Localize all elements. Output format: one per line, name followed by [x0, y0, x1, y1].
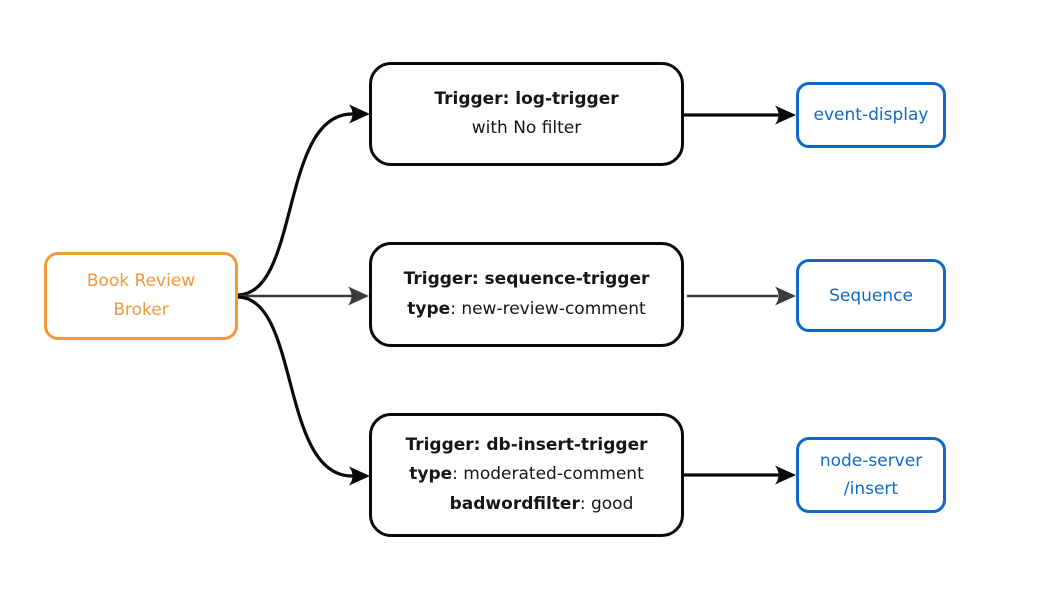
broker-label-line1: Book Review [86, 271, 196, 291]
sink-label: Sequence [829, 285, 913, 306]
trigger-node-db-insert-trigger: Trigger: db-insert-trigger type: moderat… [369, 413, 684, 537]
sink-label-line1: node-server [819, 451, 923, 471]
trigger-detail-value: : moderated-comment [452, 464, 644, 485]
trigger-detail-line: type: moderated-comment [409, 460, 644, 490]
trigger-title: Trigger: db-insert-trigger [405, 434, 648, 455]
trigger-node-log-trigger: Trigger: log-trigger with No filter [369, 62, 684, 166]
trigger-detail-line: type: new-review-comment [407, 295, 645, 325]
sink-node-event-display: event-display [796, 82, 946, 148]
sink-node-node-server-insert: node-server /insert [796, 437, 946, 513]
trigger-title: Trigger: log-trigger [434, 88, 619, 109]
trigger-detail-line: badwordfilter: good [450, 490, 634, 520]
edge-broker-to-log-trigger [236, 112, 354, 297]
sink-label: event-display [813, 105, 929, 125]
trigger-detail-key: type [407, 298, 451, 319]
edge-broker-to-db-insert-trigger [236, 295, 354, 478]
trigger-detail-line: with No filter [472, 114, 582, 144]
sink-node-sequence: Sequence [796, 259, 946, 332]
trigger-title: Trigger: sequence-trigger [403, 269, 650, 289]
arrowhead-broker-to-sequence-trigger [348, 286, 369, 306]
trigger-detail-key: badwordfilter [449, 493, 580, 514]
arrowhead-log-trigger-to-event-display [775, 105, 796, 125]
arrowhead-sequence-trigger-to-sequence [775, 286, 796, 306]
arrowhead-broker-to-log-trigger [349, 104, 370, 124]
trigger-detail-key: type [409, 464, 453, 485]
trigger-node-sequence-trigger: Trigger: sequence-trigger type: new-revi… [369, 242, 684, 347]
trigger-detail-value: : good [579, 493, 634, 514]
trigger-detail-value: : new-review-comment [450, 298, 646, 319]
trigger-detail-value: with No filter [471, 118, 582, 138]
arrowhead-broker-to-db-insert-trigger [349, 466, 370, 486]
broker-node: Book Review Broker [44, 252, 238, 340]
arrowhead-db-insert-trigger-to-node-server [775, 465, 796, 485]
sink-label-line2: /insert [843, 479, 899, 499]
broker-label-line2: Broker [113, 300, 169, 320]
